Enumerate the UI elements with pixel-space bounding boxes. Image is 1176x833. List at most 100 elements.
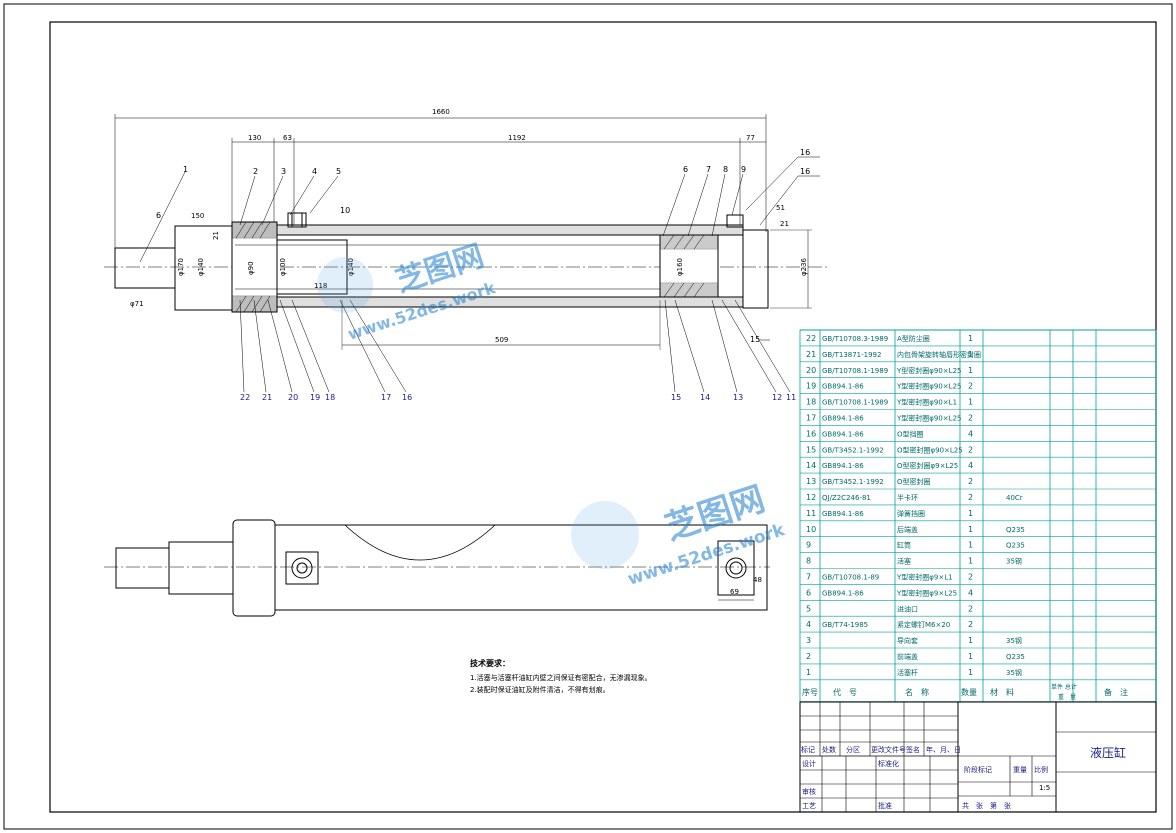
bom-code: GB/T3452.1-1992 xyxy=(822,478,884,486)
bom-no: 21 xyxy=(806,350,816,359)
bom-name: 进油口 xyxy=(897,604,918,613)
tech-heading: 技术要求： xyxy=(470,658,510,668)
bom-name: 半卡环 xyxy=(897,493,918,502)
dim-69: 69 xyxy=(730,588,739,596)
tb-scale: 1:5 xyxy=(1039,784,1050,792)
callout-9: 9 xyxy=(741,165,746,174)
bom-qty: 2 xyxy=(968,382,973,391)
port-boss xyxy=(285,551,319,585)
bom-no: 11 xyxy=(806,509,816,518)
bom-qty: 4 xyxy=(968,461,973,470)
bom-material: Q235 xyxy=(1006,653,1025,661)
bom-code: GB/T10708.3-1989 xyxy=(822,335,888,343)
bom-name: 活塞杆 xyxy=(897,668,918,677)
bom-qty: 4 xyxy=(968,429,973,438)
bom-code: GB894.1-86 xyxy=(822,462,864,470)
bom-name: Y型密封圈φ90×L25 xyxy=(896,382,961,391)
bom-no: 3 xyxy=(806,636,811,645)
oil-port-right xyxy=(726,214,744,228)
piston-rod xyxy=(114,247,176,289)
bom-name: Y型密封圈φ9×L25 xyxy=(896,588,957,597)
callout-7: 7 xyxy=(706,165,711,174)
tech-line-2: 2.装配时保证油缸及附件清洁，不得有划痕。 xyxy=(470,685,610,694)
dim-d100: φ100 xyxy=(279,258,287,276)
bom-name: O型密封圈 xyxy=(897,477,931,486)
dim-d140: φ140 xyxy=(197,258,205,276)
dim-d160: φ160 xyxy=(676,258,684,276)
tb-design: 设计 xyxy=(802,759,816,768)
dim-21: 21 xyxy=(212,231,220,240)
bom-qty: 1 xyxy=(968,636,973,645)
callout-20: 20 xyxy=(288,393,298,402)
bom-name: 内包骨架旋转轴唇形密封圈 xyxy=(897,350,981,359)
bom-qty: 2 xyxy=(968,620,973,629)
callout-17: 17 xyxy=(381,393,391,402)
bom-name: 活塞 xyxy=(897,557,911,566)
bom-code: GB894.1-86 xyxy=(822,510,864,518)
bom-code: GB/T3452.1-1992 xyxy=(822,446,884,454)
bom-header-material: 材 料 xyxy=(990,687,1014,697)
bom-code: QJ/Z2C246-81 xyxy=(822,494,871,502)
bom-code: GB894.1-86 xyxy=(822,430,864,438)
tb-sheets: 共 张 第 张 xyxy=(962,801,1011,810)
callout-14: 14 xyxy=(700,393,710,402)
dim-1192: 1192 xyxy=(508,134,526,142)
bom-material: Q235 xyxy=(1006,542,1025,550)
callout-22: 22 xyxy=(240,393,250,402)
bom-code: GB/T10708.1-89 xyxy=(822,574,879,582)
dim-48: 48 xyxy=(753,576,762,584)
dimension-labels: 1660 130 63 1192 77 509 150 118 69 φ170 … xyxy=(130,108,808,596)
bom-qty: 1 xyxy=(968,668,973,677)
bom-no: 18 xyxy=(806,398,816,407)
outer-border xyxy=(3,3,1173,830)
marker-left-6: 6 xyxy=(156,211,161,220)
dim-21b: 21 xyxy=(780,220,789,228)
tech-line-1: 1.活塞与活塞杆油缸内壁之间保证有密配合，无渗漏现象。 xyxy=(470,673,652,682)
tb-standard: 标准化 xyxy=(878,759,899,768)
tb-review: 审核 xyxy=(802,787,816,796)
bom-no: 9 xyxy=(806,541,811,550)
dim-509: 509 xyxy=(495,336,508,344)
bom-name: Y型密封圈φ9×L1 xyxy=(896,573,953,582)
marker-16a: 16 xyxy=(800,148,810,157)
bom-qty: 2 xyxy=(968,493,973,502)
bom-no: 16 xyxy=(806,429,816,438)
bom-code: GB894.1-86 xyxy=(822,383,864,391)
bom-no: 1 xyxy=(806,668,811,677)
bom-no: 6 xyxy=(806,588,811,597)
bom-name: Y型密封圈φ90×L25 xyxy=(896,366,961,375)
tb-mark: 标记 xyxy=(801,745,815,754)
drawing-title: 液压缸 xyxy=(1090,745,1126,760)
bom-name: 弹簧挡圈 xyxy=(897,509,925,518)
bom-qty: 2 xyxy=(968,445,973,454)
callout-4: 4 xyxy=(312,167,317,176)
bom-no: 10 xyxy=(806,525,816,534)
tb-date: 年、月、日 xyxy=(926,745,961,754)
bom-header-name: 名 称 xyxy=(905,687,929,697)
tb-sign: 签名 xyxy=(906,745,920,754)
callout-labels: 1 2 3 4 5 6 7 8 9 16 16 15 6 10 22 21 20… xyxy=(156,148,810,402)
bom-code: GB894.1-86 xyxy=(822,589,864,597)
bom-qty: 2 xyxy=(968,477,973,486)
callout-12: 12 xyxy=(772,393,782,402)
rod-end xyxy=(115,547,170,589)
exterior-view xyxy=(104,519,770,617)
bom-code: GB/T13871-1992 xyxy=(822,351,881,359)
bom-no: 7 xyxy=(806,573,811,582)
marker-10: 10 xyxy=(340,206,350,215)
callout-6: 6 xyxy=(683,165,688,174)
bom-qty: 1 xyxy=(968,366,973,375)
bom-qty: 2 xyxy=(968,604,973,613)
bom-header-qty: 数量 xyxy=(961,687,977,697)
bom-header-code: 代 号 xyxy=(833,687,857,697)
bom-no: 12 xyxy=(806,493,816,502)
rear-boss xyxy=(717,540,755,596)
bom-no: 5 xyxy=(806,604,811,613)
tb-approve: 批准 xyxy=(878,801,892,810)
bom-name: 导向套 xyxy=(897,636,918,645)
oil-port-left xyxy=(287,212,307,228)
bom-name: O型密封圈φ9×L25 xyxy=(897,461,958,470)
callout-2: 2 xyxy=(253,167,258,176)
bom-name: 缸筒 xyxy=(897,541,911,550)
dim-51: 51 xyxy=(776,204,785,212)
